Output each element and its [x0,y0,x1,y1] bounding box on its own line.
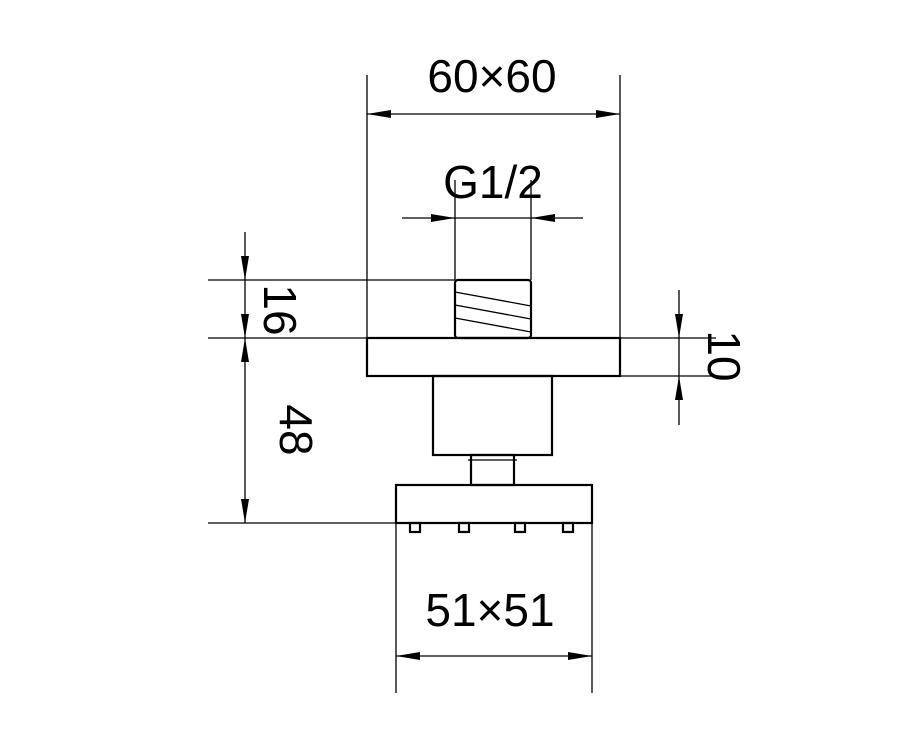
dim-height-lower-label: 48 [270,404,322,455]
dim-height-upper-label: 16 [254,284,306,335]
dim-height-left [208,232,455,524]
square-handle [394,483,594,525]
valve-body [431,374,554,457]
dim-thread [402,180,583,280]
dim-top-width [366,75,621,338]
dim-flange-thickness [620,290,716,425]
square-flange [365,336,622,378]
dim-bottom-width-label: 51×51 [425,584,554,636]
thread-lines [454,291,532,333]
dim-bottom-width [395,523,593,693]
handle-nubs [408,521,575,534]
part-outline [365,278,622,534]
dim-thread-label: G1/2 [443,156,543,208]
dim-flange-thickness-label: 10 [698,330,750,381]
dim-top-width-label: 60×60 [427,50,556,102]
